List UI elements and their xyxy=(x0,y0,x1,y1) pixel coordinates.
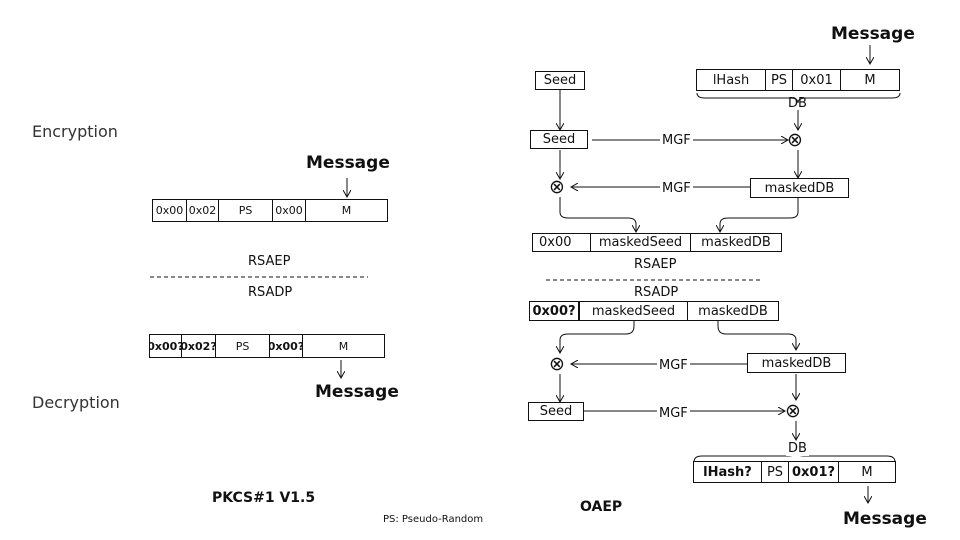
decryption-label: Decryption xyxy=(32,393,120,412)
oaep-decoded-row: 0x00? maskedSeed maskedDB xyxy=(529,301,779,321)
dec-cell: 0x02? xyxy=(182,335,216,357)
db-cell: M xyxy=(861,464,873,480)
encryption-label: Encryption xyxy=(32,122,118,141)
dec-cell: M xyxy=(338,339,349,353)
seed-box-mid: Seed xyxy=(530,130,588,149)
masked-db-box-dec: maskedDB xyxy=(747,353,846,373)
oaep-rsaep-label: RSAEP xyxy=(634,257,677,272)
xor-icon: ⊗ xyxy=(785,400,801,422)
dec-cell: PS xyxy=(216,335,270,357)
enc-cell: PS xyxy=(219,200,273,221)
db-cell: lHash xyxy=(697,70,766,90)
enc-cell: 0x00 xyxy=(153,200,187,221)
db-block-bottom: lHash? PS 0x01? M xyxy=(693,461,896,483)
pkcs-message-top: Message xyxy=(306,153,390,173)
pkcs-rsadp-label: RSADP xyxy=(248,285,293,300)
pkcs-decoded-block: 0x00? 0x02? PS 0x00? M xyxy=(149,334,385,358)
dec-row-cell: maskedDB xyxy=(698,303,768,319)
db-cell: 0x01 xyxy=(793,70,841,90)
pkcs-encoded-block: 0x00 0x02 PS 0x00 M xyxy=(152,199,388,222)
db-cell: M xyxy=(864,72,876,88)
mgf-label: MGF xyxy=(660,133,693,148)
oaep-rsadp-label: RSADP xyxy=(634,285,679,300)
db-cell: lHash? xyxy=(694,462,762,482)
db-cell: 0x01? xyxy=(789,462,839,482)
xor-icon: ⊗ xyxy=(787,129,803,151)
dec-row-cell: maskedSeed xyxy=(580,302,688,320)
seed-box-dec: Seed xyxy=(528,402,584,421)
mgf-label: MGF xyxy=(657,406,690,421)
footnote: PS: Pseudo-Random xyxy=(383,514,484,525)
oaep-message-top: Message xyxy=(831,24,915,44)
enc-cell: 0x00 xyxy=(273,200,306,221)
oaep-title: OAEP xyxy=(580,499,623,515)
pkcs-rsaep-label: RSAEP xyxy=(248,254,291,269)
masked-db-box-enc: maskedDB xyxy=(750,178,849,198)
xor-icon: ⊗ xyxy=(549,176,565,198)
enc-cell: M xyxy=(341,204,352,217)
enc-row-cell: maskedDB xyxy=(701,235,771,250)
enc-row-cell: maskedSeed xyxy=(591,234,691,251)
dec-row-cell: 0x00? xyxy=(530,302,580,320)
mgf-label: MGF xyxy=(660,181,693,196)
db-cell: PS xyxy=(762,462,789,482)
mgf-label: MGF xyxy=(657,358,690,373)
db-label-top: DB xyxy=(788,96,807,111)
oaep-encoded-row: 0x00 maskedSeed maskedDB xyxy=(532,233,782,252)
oaep-message-bottom: Message xyxy=(843,509,927,529)
db-label-bottom: DB xyxy=(786,441,809,456)
xor-icon: ⊗ xyxy=(549,353,565,375)
db-block-top: lHash PS 0x01 M xyxy=(696,69,900,91)
seed-box-top: Seed xyxy=(535,71,585,90)
enc-row-cell: 0x00 xyxy=(533,234,591,251)
pkcs-message-bottom: Message xyxy=(315,382,399,402)
dec-cell: 0x00? xyxy=(150,335,182,357)
pkcs-title: PKCS#1 V1.5 xyxy=(212,490,316,506)
db-cell: PS xyxy=(766,70,793,90)
dec-cell: 0x00? xyxy=(270,335,303,357)
enc-cell: 0x02 xyxy=(187,200,219,221)
